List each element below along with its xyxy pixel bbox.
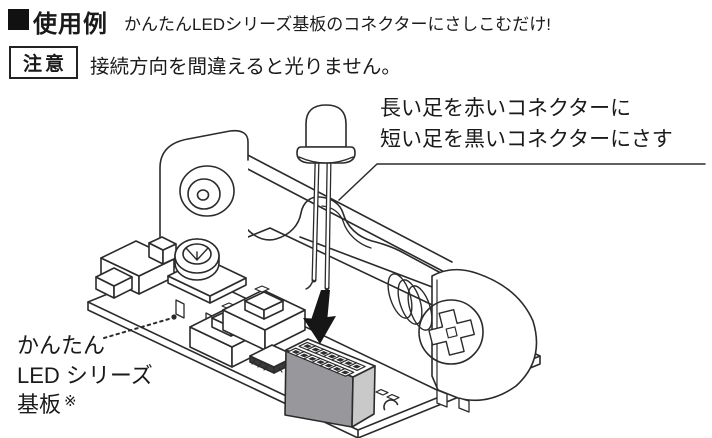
- connector-pin: [327, 354, 337, 359]
- led-short-leg: [324, 159, 332, 291]
- board-label-leader-line: [103, 318, 170, 339]
- connector-pin: [316, 360, 325, 365]
- board-notch: [383, 399, 399, 411]
- connector-pin: [340, 370, 350, 375]
- board-thickness: [87, 301, 541, 438]
- board-label-line-1: かんたん: [17, 333, 106, 358]
- switch-lever: [95, 267, 133, 299]
- button-nub: [254, 285, 270, 293]
- push-button-2: [222, 285, 306, 351]
- connector-pin: [299, 353, 309, 358]
- board-label-line-3: 基板※: [17, 390, 153, 423]
- dial-funnel-mark: [185, 247, 209, 261]
- dial-top-ring: [182, 243, 212, 265]
- connector-pin: [319, 351, 329, 355]
- board-label: かんたん LED シリーズ 基板※: [17, 331, 153, 423]
- callout-leader-line: [338, 163, 706, 201]
- connector-pin: [324, 363, 334, 368]
- holder-front-wall: [235, 196, 453, 280]
- end-cap-foot: [436, 389, 470, 413]
- holder-end-cap: [418, 268, 538, 413]
- connector-pin: [291, 350, 301, 354]
- led: [296, 104, 356, 291]
- caution-badge: 注意: [9, 46, 78, 79]
- callout-line-2: 短い足を黒いコネクターにさす: [380, 128, 673, 151]
- board-label-line-2: LED シリーズ: [17, 362, 153, 388]
- connector-pin: [311, 347, 320, 352]
- battery-contact-plus-icon: [428, 308, 475, 356]
- connector-pin: [336, 357, 345, 362]
- slide-switch: [95, 240, 175, 299]
- insert-arrow-icon: [303, 290, 336, 344]
- end-cap-face: [418, 299, 484, 365]
- connector-pin: [344, 361, 353, 366]
- ic-pins: [251, 359, 295, 373]
- led-dome: [305, 104, 347, 148]
- component-cube: [148, 236, 177, 265]
- dial-component: [167, 238, 247, 331]
- connector-pin: [352, 364, 361, 369]
- board-label-line-3-text: 基板: [17, 392, 62, 417]
- board-label-dot: [171, 314, 177, 320]
- end-cap-body: [431, 268, 538, 402]
- board-label-leader: [103, 314, 177, 339]
- battery-holder: [159, 129, 538, 413]
- led-connector-block: [284, 338, 376, 428]
- holder-floor-line: [299, 236, 449, 294]
- led-flange: [296, 146, 356, 164]
- led-long-leg: [305, 159, 320, 290]
- section-subtitle: かんたんLEDシリーズ基板のコネクターにさしこむだけ!: [124, 15, 551, 34]
- board-label-note-mark: ※: [64, 393, 77, 410]
- board-pad: [375, 389, 400, 401]
- contact-center-square: [445, 326, 458, 339]
- connector-pin: [332, 367, 342, 371]
- caution-text: 接続方向を間違えると光りません。: [90, 56, 401, 78]
- connector-pin: [308, 356, 317, 361]
- connector-pin: [303, 344, 312, 349]
- holder-bracket: [159, 129, 249, 262]
- section-marker-icon: [8, 9, 29, 30]
- connector-pin-grid: [286, 341, 366, 377]
- boss-inner-ring: [187, 178, 221, 210]
- section-title: 使用例: [33, 11, 108, 38]
- led-flange-rim: [298, 156, 354, 164]
- callout-text: 長い足を赤いコネクターに 短い足を黒いコネクターにさす: [380, 93, 673, 155]
- button-knob: [244, 291, 284, 320]
- callout-line-1: 長い足を赤いコネクターに: [380, 97, 632, 120]
- battery-spring: [387, 273, 433, 331]
- boss-hole: [196, 189, 210, 201]
